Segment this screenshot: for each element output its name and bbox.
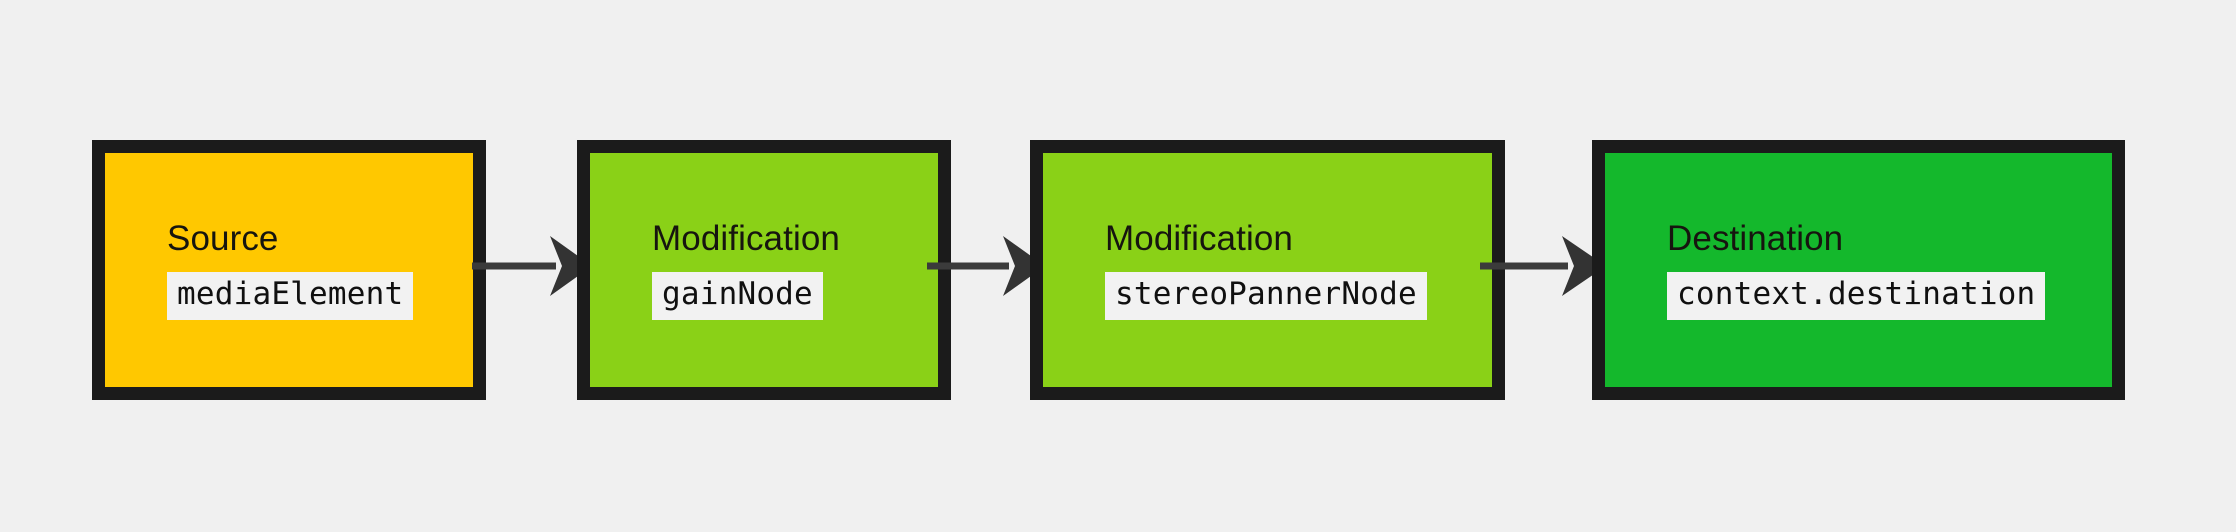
node-gain-code-label: gainNode <box>652 272 823 321</box>
node-panner[interactable]: Modification stereoPannerNode <box>1030 140 1505 400</box>
node-source-code-label: mediaElement <box>167 272 414 321</box>
node-gain[interactable]: Modification gainNode <box>577 140 951 400</box>
node-destination-title: Destination <box>1667 218 1844 258</box>
node-destination[interactable]: Destination context.destination <box>1592 140 2125 400</box>
edge-source-to-gain <box>470 232 592 300</box>
node-destination-code-label: context.destination <box>1667 272 2046 321</box>
node-panner-title: Modification <box>1105 218 1293 258</box>
node-source-title: Source <box>167 218 279 258</box>
node-panner-code-label: stereoPannerNode <box>1105 272 1427 321</box>
node-gain-title: Modification <box>652 218 840 258</box>
node-source[interactable]: Source mediaElement <box>92 140 486 400</box>
